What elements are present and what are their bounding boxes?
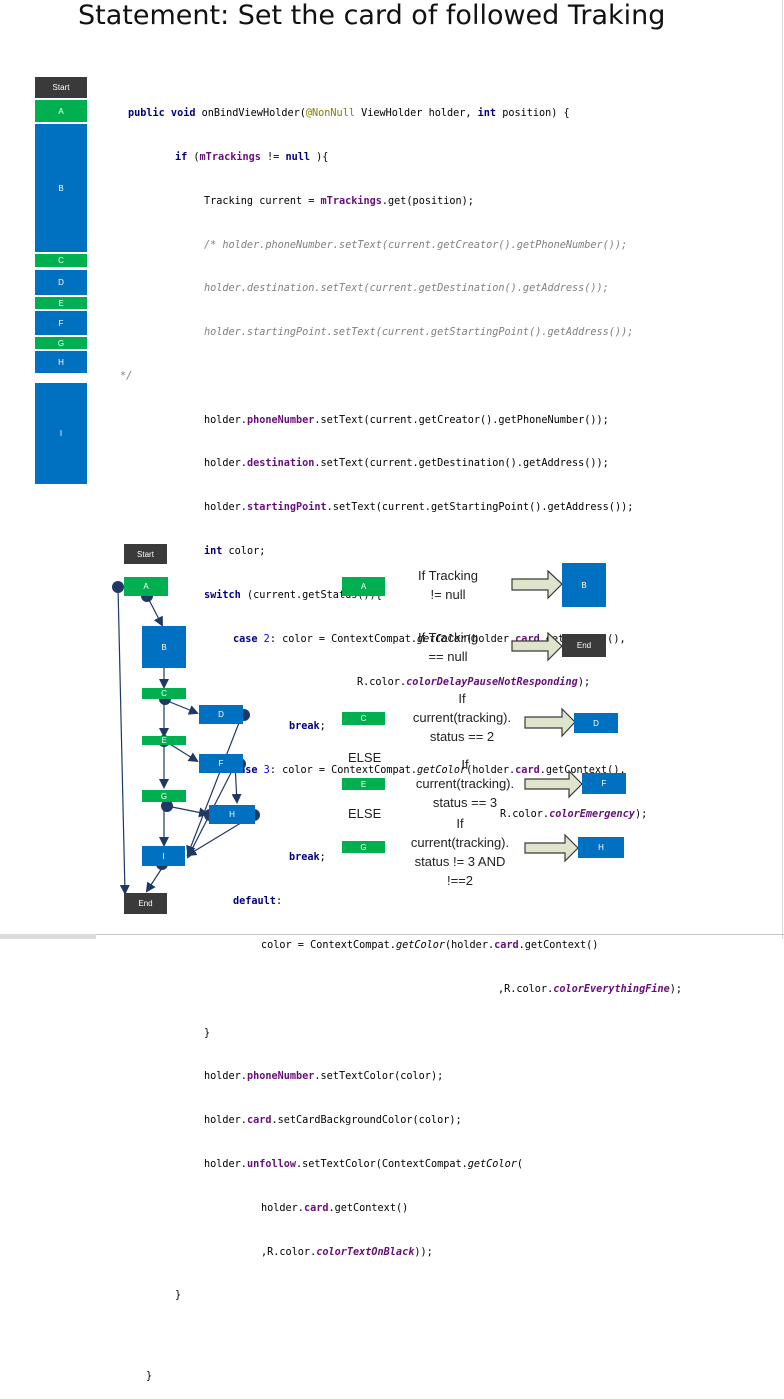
condition-arrow-4 [524,769,583,799]
condition-arrow-1 [511,569,563,600]
condition-from-e: E [342,778,385,790]
node-a: A [124,577,168,596]
condition-to-f: F [582,773,626,794]
page-title: Statement: Set the card of followed Trak… [78,0,666,31]
condition-to-end: End [562,634,606,657]
condition-to-h: H [578,837,624,858]
edge-a-end [117,586,130,895]
condition-to-b: B [562,563,606,607]
code-line: R.color.colorDelayPauseNotResponding); [357,677,591,689]
code-line: holder.card.getContext() [261,1202,409,1214]
node-d: D [199,705,243,724]
condition-from-c: C [342,712,385,725]
else-label-2: ELSE [348,806,382,821]
code-line: R.color.colorEmergency); [500,808,648,820]
condition-arrow-3 [524,707,576,738]
node-c: C [142,688,186,699]
code-line: break; [289,852,326,864]
code-comment-line: holder.startingPoint.setText(current.get… [204,327,634,339]
side-block-e: E [35,297,87,309]
code-line: ,R.color.colorEverythingFine); [498,983,683,995]
edge-c-d [164,699,199,715]
page-bottom-divider [0,934,784,935]
code-line: int color; [204,546,266,557]
code-line: holder.unfollow.setTextColor(ContextComp… [204,1158,523,1170]
code-line: holder.phoneNumber.setText(current.getCr… [204,414,609,426]
condition-from-g: G [342,841,385,853]
page-edge [782,0,783,939]
side-block-b: B [35,124,87,252]
side-block-i: I [35,383,87,484]
code-line: color = ContextCompat.getColor(holder.ca… [261,940,599,952]
side-block-h: H [35,351,87,373]
code-line: ,R.color.colorTextOnBlack)); [261,1246,433,1258]
side-block-c: C [35,254,87,267]
code-line: holder.startingPoint.setText(current.get… [204,502,634,514]
code-line: public void onBindViewHolder(@NonNull Vi… [128,108,570,120]
condition-from-a: A [342,577,385,596]
node-f: F [199,754,243,773]
code-comment-line: holder.destination.setText(current.getDe… [204,283,609,295]
horizontal-scrollbar[interactable] [0,934,96,939]
else-label-1: ELSE [348,750,382,765]
code-line: holder.destination.setText(current.getDe… [204,458,609,470]
node-start: Start [124,544,167,564]
node-b: B [142,626,186,668]
code-line: default: [233,896,283,908]
side-block-f: F [35,311,87,335]
node-h: H [209,805,255,824]
node-g: G [142,790,186,802]
code-line: holder.card.setCardBackgroundColor(color… [204,1115,462,1127]
code-line: case 3: color = ContextCompat.getColor(h… [233,764,626,776]
code-line: } [175,1290,182,1302]
node-end: End [124,893,167,914]
code-line: if (mTrackings != null ){ [175,151,329,163]
control-flow-graph [112,569,583,895]
code-line: switch (current.getStatus()){ [204,589,382,601]
code-line: Tracking current = mTrackings.get(positi… [204,195,474,207]
code-line: } [204,1027,211,1039]
edge-g-h [166,805,209,818]
side-block-d: D [35,270,87,295]
side-block-g: G [35,337,87,349]
condition-arrow-2 [511,631,563,662]
condition-text-1: If Tracking!= null [418,568,478,602]
code-comment-line: */ [120,370,133,382]
condition-text-2: If Tracking== null [418,630,478,664]
edge-i-end [145,867,163,893]
code-line: } [146,1371,153,1383]
condition-to-d: D [574,713,618,733]
code-comment-line: /* holder.phoneNumber.setText(current.ge… [204,239,628,251]
condition-arrow-5 [524,833,579,863]
side-block-start: Start [35,77,87,98]
edge-d-i [186,714,243,856]
code-line: holder.phoneNumber.setTextColor(color); [204,1071,444,1083]
node-i: I [142,846,185,866]
code-line: break; [289,721,326,733]
side-block-a: A [35,100,87,122]
node-e: E [142,736,186,745]
